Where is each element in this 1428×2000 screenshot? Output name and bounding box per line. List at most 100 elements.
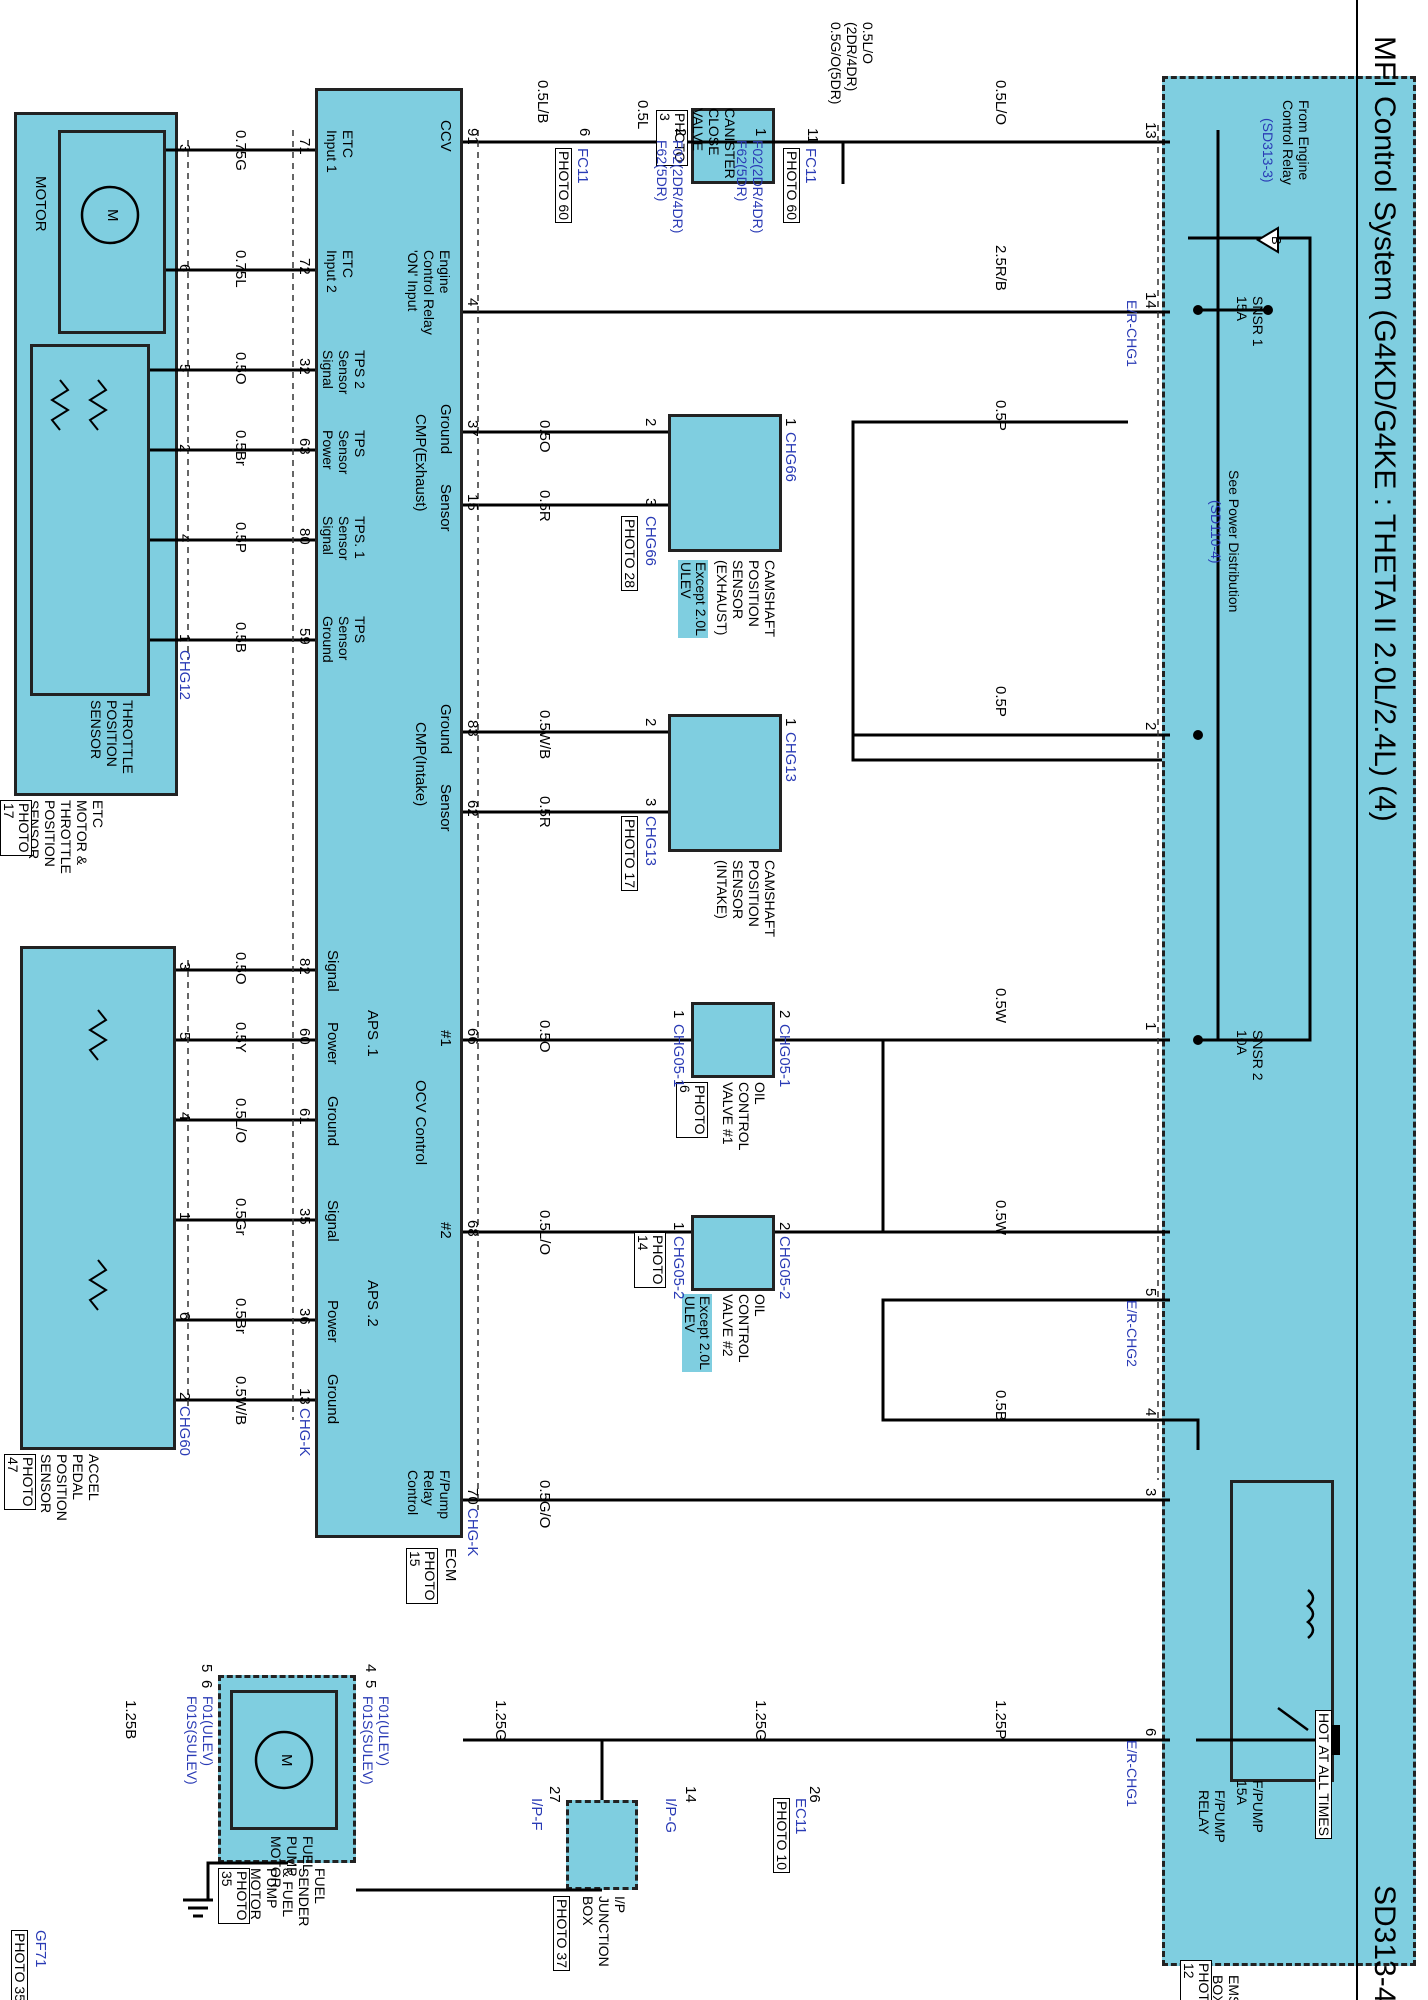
ecm-pin-13: 13	[296, 1388, 313, 1405]
page-title: MFI Control System (G4KD/G4KE : THETA II…	[1368, 36, 1401, 822]
ocv2-pin-2: 2	[776, 1222, 793, 1231]
relay-coil	[1306, 1589, 1315, 1639]
ecm-pin-59: 59	[296, 628, 313, 645]
ocv1-conn-b: CHG05-1	[670, 1024, 687, 1088]
accel-pin-4: 4	[176, 1112, 193, 1121]
cmp-ex-pin-2: 2	[642, 418, 659, 427]
throttle-motor-circle	[80, 185, 140, 245]
ecm-label-tpsg: TPS Sensor Ground	[320, 616, 368, 663]
wire-label-05p-a: 0.5P	[992, 400, 1009, 431]
ocv2-conn-b: CHG05-2	[670, 1236, 687, 1300]
ecm-pin-72: 72	[296, 258, 313, 275]
ems-pin-14: 14	[1142, 292, 1159, 309]
ocv1-pin-2: 2	[776, 1010, 793, 1019]
ems-pin-6: 6	[1142, 1728, 1159, 1737]
ecm-label-etc1: ETC Input 1	[324, 130, 356, 173]
ems-pin-2: 2	[1142, 722, 1159, 731]
ocv2-conn-a: CHG05-2	[776, 1236, 793, 1300]
ec11: EC11	[792, 1798, 809, 1835]
ems-box-label: EMS BOX	[1210, 1975, 1242, 2000]
ecm-conn-k-b: CHG-K	[296, 1408, 313, 1457]
ocv2-name: OIL CONTROL VALVE #2	[720, 1294, 768, 1363]
ecm-label-cmpin: CMP(Intake)	[412, 722, 429, 807]
ecm-label-aps2-signal: Signal	[324, 1200, 341, 1242]
fuel-pin-6: 6	[198, 1680, 215, 1689]
cmp-ex-pin-1: 1	[782, 418, 799, 427]
wire-label-05gr-35: 0.5Gr	[232, 1198, 249, 1236]
ecm-label-ocv1: #1	[437, 1030, 454, 1047]
ems-pin-4: 4	[1142, 1408, 1159, 1417]
ecm-pin-63: 63	[296, 438, 313, 455]
fc11-b-pin: 6	[576, 128, 593, 137]
wire-label-05r-62: 0.5R	[536, 796, 553, 828]
fuel-pin-5a: 5	[362, 1680, 379, 1689]
ecm-label-ocv2: #2	[437, 1222, 454, 1239]
ipjb-pin-14: 14	[682, 1786, 699, 1803]
wire-label-05lo: 0.5L/O	[992, 80, 1009, 126]
aps2-resistor	[88, 1259, 108, 1311]
tps-resistor-b	[50, 379, 70, 431]
wire-label-05w-a: 0.5W	[992, 988, 1009, 1024]
ecm-pin-60: 60	[296, 1028, 313, 1045]
cmp-ex-note: Except 2.0L ULEV	[678, 560, 709, 638]
ecm-pin-91: 91	[464, 128, 481, 145]
wire-label-075l: 0.75L	[232, 250, 249, 288]
throttle-pin-4: 4	[176, 534, 193, 543]
ecm-pin-66: 66	[464, 1028, 481, 1045]
ecm-label-ocv: OCV Control	[412, 1080, 429, 1166]
throttle-pin-2: 2	[176, 444, 193, 453]
ecm-label-ccv: CCV	[437, 120, 454, 152]
ecm-pin-37: 37	[464, 420, 481, 437]
fc11-b: FC11	[574, 148, 591, 184]
wire-label-125b: 1.25B	[122, 1700, 139, 1740]
fuel-conn-a: F01(ULEV) F01S(SULEV)	[360, 1696, 392, 1785]
conn-erchg1-b: E/R-CHG1	[1124, 1740, 1140, 1807]
from-relay-ref: (SD313-3)	[1260, 118, 1276, 183]
wire-ems-bus	[1198, 130, 1220, 1042]
ecm-label-aps1-ground: Ground	[324, 1096, 341, 1147]
wire-e5	[881, 1298, 1170, 1422]
wire-e4	[1170, 1418, 1200, 1450]
wire-snsr1-power	[1268, 236, 1312, 1042]
ecm-label-aps2: APS .2	[364, 1280, 381, 1327]
ocv1-photo: PHOTO 6	[676, 1082, 708, 1138]
ecm-pin-32: 32	[296, 358, 313, 375]
wire-label-125g-a: 1.25G	[752, 1700, 769, 1741]
ecm-pin-82: 82	[296, 958, 313, 975]
canister-pin-2: 2	[672, 128, 689, 137]
ecm-pin-68: 68	[464, 1220, 481, 1237]
accel-pin-2: 2	[176, 1392, 193, 1401]
accel-conn: CHG60	[176, 1406, 193, 1457]
wire-label-05br-63: 0.5Br	[232, 430, 249, 466]
relay-switch	[1277, 1706, 1309, 1732]
wire-label-05go-70: 0.5G/O	[536, 1480, 553, 1529]
wire-label-125p: 1.25P	[992, 1700, 1009, 1740]
cmp-ex-conn-b: CHG66	[642, 516, 659, 567]
ocv1-conn-a: CHG05-1	[776, 1024, 793, 1088]
fc11-a-pin: 11	[804, 128, 821, 144]
wire-label-05lo-61: 0.5L/O	[232, 1098, 249, 1144]
fuel-pin-4: 4	[362, 1664, 379, 1673]
wire-label-125g-b: 1.25G	[492, 1700, 509, 1741]
from-relay-label: From Engine Control Relay	[1280, 100, 1312, 185]
throttle-photo: PHOTO 17	[0, 800, 32, 856]
wire-label-05r-15: 0.5R	[536, 490, 553, 522]
wire-p1	[851, 420, 1162, 762]
conn-erchg1-a: E/R-CHG1	[1124, 300, 1140, 367]
ecm-label-ecr: Engine Control Relay 'ON' Input	[405, 250, 453, 335]
cmp-in-pin-3: 3	[642, 798, 659, 807]
power-dist-label: See Power Distribution	[1226, 470, 1242, 613]
canister-conn-b: F02(2DR/4DR) F62(5DR)	[654, 140, 686, 234]
ecm-label-aps1-power: Power	[324, 1022, 341, 1065]
accel-pin-3: 3	[176, 962, 193, 971]
throttle-sensor-label: THROTTLE POSITION SENSOR	[88, 700, 136, 774]
ec11-photo: PHOTO 10	[773, 1798, 790, 1873]
wire-label-05br-36: 0.5Br	[232, 1298, 249, 1334]
fc11-b-photo: PHOTO 60	[555, 148, 572, 223]
accel-name: ACCEL PEDAL POSITION SENSOR	[38, 1454, 102, 1521]
throttle-name: ETC MOTOR & THROTTLE POSITION SENSOR	[26, 800, 106, 874]
accel-pin-6: 6	[176, 1312, 193, 1321]
cmp-in-conn-b: CHG13	[642, 816, 659, 867]
wire-label-05wb-13: 0.5W/B	[232, 1376, 249, 1426]
ecm-label-aps2-power: Power	[324, 1300, 341, 1343]
